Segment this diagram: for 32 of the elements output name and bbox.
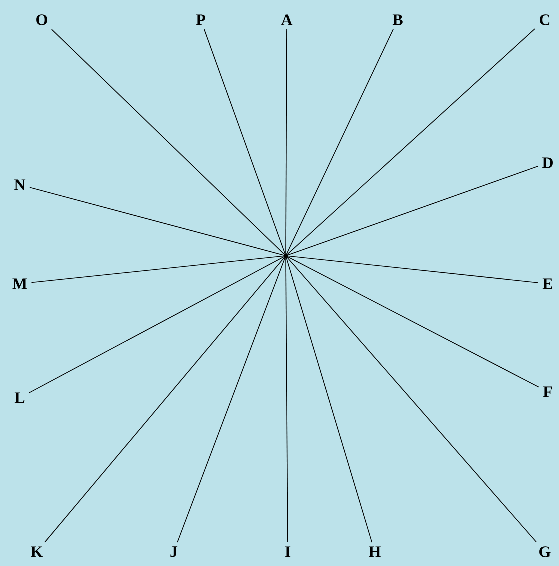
line — [29, 256, 286, 394]
line — [44, 256, 286, 543]
point-label: D — [542, 158, 553, 168]
line — [51, 29, 286, 256]
point-label: J — [170, 546, 178, 558]
line — [286, 166, 538, 256]
line — [286, 256, 539, 284]
point-label: P — [196, 14, 206, 26]
point-label: A — [281, 14, 293, 26]
line — [286, 28, 536, 256]
line — [286, 256, 373, 543]
point-label: K — [31, 546, 44, 558]
line — [177, 256, 286, 543]
line — [286, 29, 394, 256]
point-label: L — [14, 392, 25, 404]
line — [204, 29, 286, 256]
point-label: E — [542, 278, 552, 290]
point-label: H — [369, 546, 381, 558]
point-label: N — [14, 180, 26, 190]
line — [286, 256, 538, 543]
line — [286, 256, 288, 543]
point-label: F — [543, 386, 552, 398]
point-label: O — [36, 14, 48, 26]
line — [286, 29, 288, 256]
point-label: C — [540, 14, 550, 26]
line — [30, 187, 286, 256]
point-label: G — [540, 546, 551, 558]
point-label: I — [285, 546, 291, 558]
line — [31, 256, 286, 284]
line — [286, 256, 540, 388]
point-label: B — [392, 14, 403, 26]
point-label: M — [12, 278, 28, 290]
